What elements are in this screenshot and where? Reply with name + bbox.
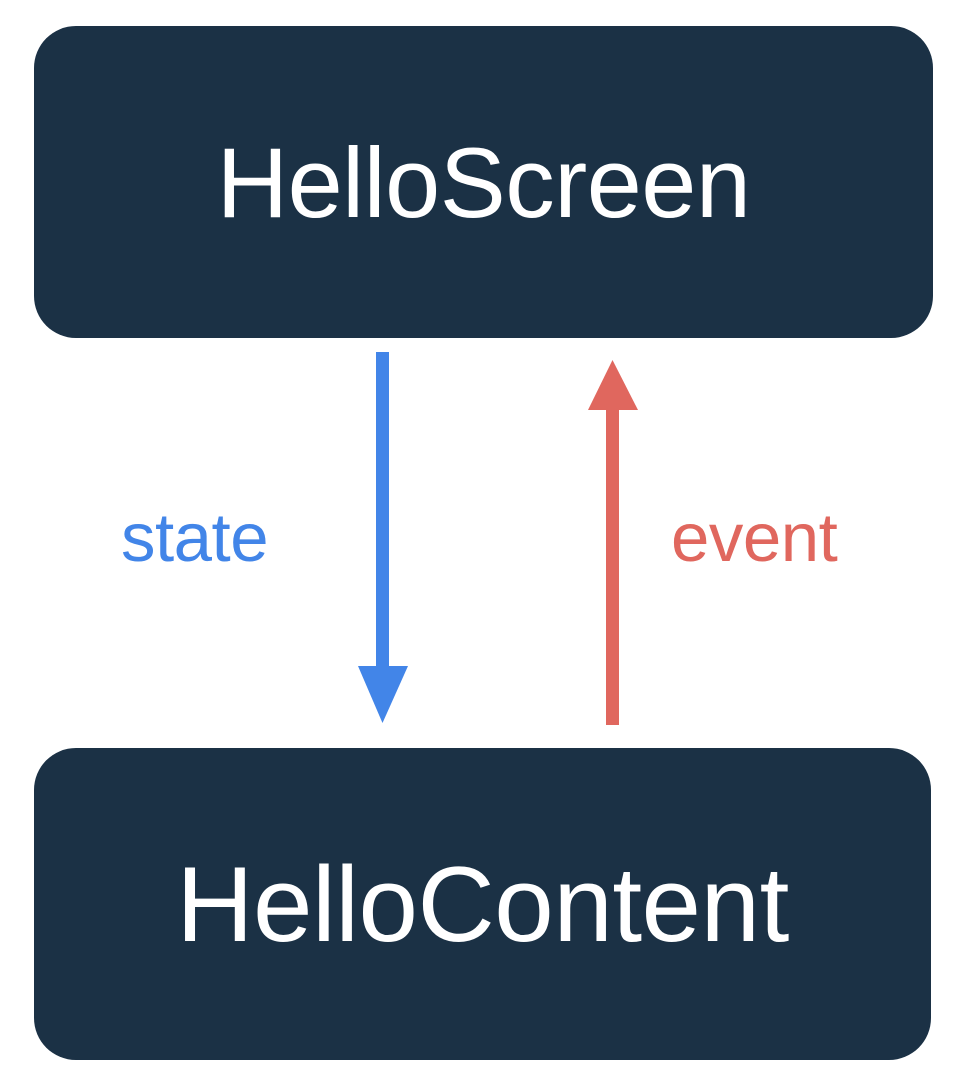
node-hello-screen[interactable]: HelloScreen [34,26,933,338]
edge-label-state: state [121,499,269,576]
node-hello-content[interactable]: HelloContent [34,748,931,1060]
edge-label-event: event [671,499,838,576]
arrow-event-up-icon [588,360,638,725]
node-hello-screen-label: HelloScreen [216,126,751,238]
node-hello-content-label: HelloContent [176,843,789,964]
arrow-state-down-icon [358,352,408,723]
